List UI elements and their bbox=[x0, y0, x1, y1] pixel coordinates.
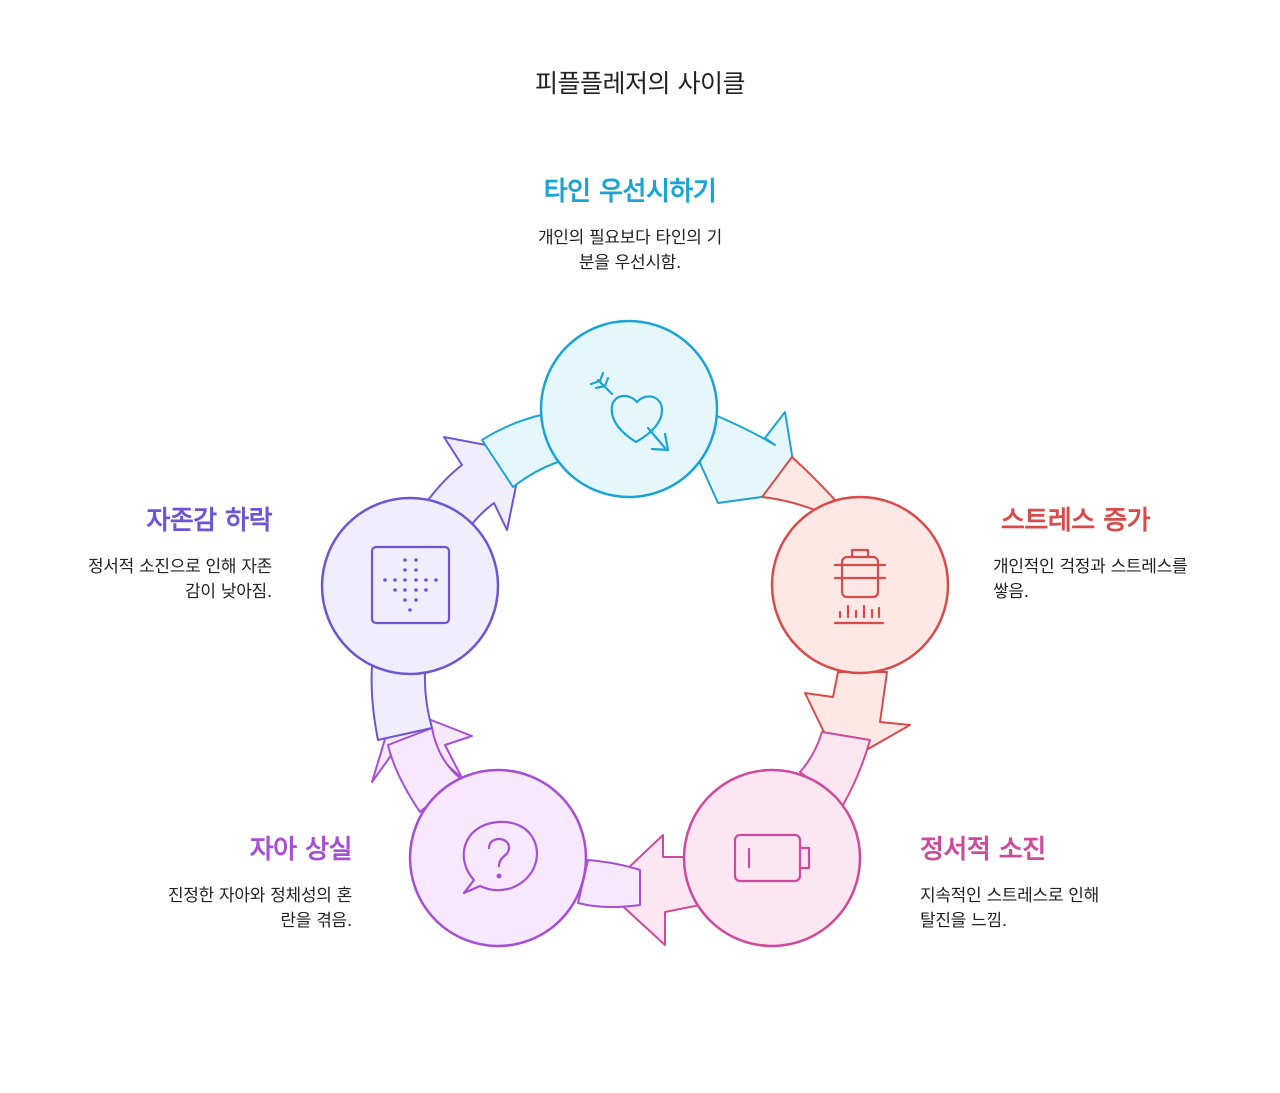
node-description-2: 개인적인 걱정과 스트레스를 쌓음. bbox=[993, 555, 1243, 605]
node-description-line: 개인적인 걱정과 스트레스를 bbox=[993, 557, 1188, 577]
low-battery-icon bbox=[733, 833, 811, 883]
node-heading-2: 스트레스 증가 bbox=[1001, 506, 1151, 536]
page-title: 피플플레저의 사이클 bbox=[535, 69, 745, 98]
node-circle-5 bbox=[320, 496, 500, 676]
node-description-line: 진정한 자아와 정체성의 혼 bbox=[167, 886, 352, 906]
node-circle-4 bbox=[408, 768, 588, 948]
node-description-5: 정서적 소진으로 인해 자존 감이 낮아짐. bbox=[30, 555, 272, 605]
cycle-arrow-3 bbox=[604, 731, 871, 946]
node-description-line: 지속적인 스트레스로 인해 bbox=[920, 886, 1099, 906]
node-description-3: 지속적인 스트레스로 인해 탈진을 느낌. bbox=[920, 884, 1160, 934]
node-description-line: 란을 겪음. bbox=[280, 911, 352, 931]
node-description-line: 개인의 필요보다 타인의 기 bbox=[537, 228, 723, 248]
boiling-pot-icon bbox=[833, 548, 887, 625]
node-description-1: 개인의 필요보다 타인의 기 분을 우선시함. bbox=[490, 226, 770, 276]
node-label-3: 정서적 소진 지속적인 스트레스로 인해 탈진을 느낌. bbox=[920, 834, 1160, 934]
node-label-4: 자아 상실 진정한 자아와 정체성의 혼 란을 겪음. bbox=[110, 834, 353, 934]
node-heading-5: 자존감 하락 bbox=[146, 506, 272, 536]
node-description-4: 진정한 자아와 정체성의 혼 란을 겪음. bbox=[110, 884, 352, 934]
node-description-line: 탈진을 느낌. bbox=[920, 911, 1007, 931]
node-circle-2 bbox=[770, 495, 950, 675]
node-heading-3: 정서적 소진 bbox=[920, 835, 1046, 865]
node-heading-1: 타인 우선시하기 bbox=[543, 177, 717, 207]
dotted-down-arrow-icon bbox=[370, 545, 451, 625]
node-heading-4: 자아 상실 bbox=[249, 835, 353, 865]
node-circle-1 bbox=[539, 319, 719, 499]
node-description-line: 감이 낮아짐. bbox=[185, 582, 272, 602]
heart-arrow-icon bbox=[589, 371, 670, 452]
node-description-line: 쌓음. bbox=[993, 582, 1029, 602]
node-description-line: 분을 우선시함. bbox=[578, 253, 682, 273]
node-description-line: 정서적 소진으로 인해 자존 bbox=[87, 557, 272, 577]
node-label-2: 스트레스 증가 개인적인 걱정과 스트레스를 쌓음. bbox=[993, 505, 1243, 605]
question-bubble-icon bbox=[462, 820, 538, 895]
node-circle-3 bbox=[682, 768, 862, 948]
node-label-5: 자존감 하락 정서적 소진으로 인해 자존 감이 낮아짐. bbox=[30, 505, 273, 605]
node-label-1: 타인 우선시하기 개인의 필요보다 타인의 기 분을 우선시함. bbox=[490, 176, 770, 276]
